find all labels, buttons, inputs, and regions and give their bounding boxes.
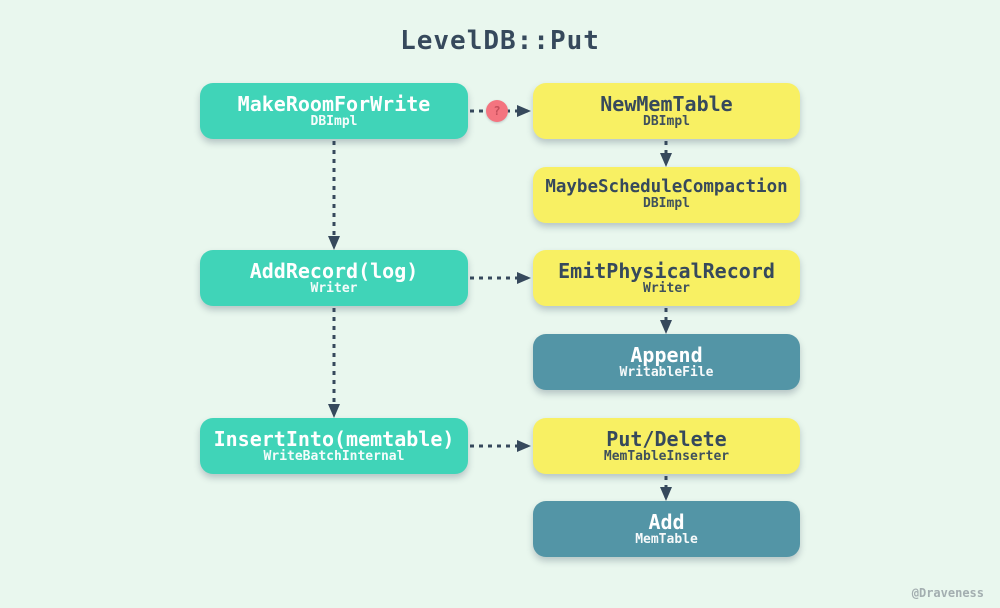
node-title: Put/Delete bbox=[606, 426, 727, 451]
node-title: Append bbox=[630, 342, 703, 367]
node-title: MakeRoomForWrite bbox=[237, 91, 431, 116]
node-subtitle: DBImpl bbox=[643, 113, 690, 129]
node-make-room-for-write: MakeRoomForWrite DBImpl bbox=[200, 83, 468, 139]
node-title: Add bbox=[648, 509, 685, 534]
node-subtitle: DBImpl bbox=[310, 113, 358, 129]
watermark: @Draveness bbox=[911, 586, 984, 600]
node-title: MaybeScheduleCompaction bbox=[545, 176, 788, 197]
node-new-mem-table: NewMemTable DBImpl bbox=[533, 83, 800, 139]
node-put-delete: Put/Delete MemTableInserter bbox=[533, 418, 800, 474]
diagram-title: LevelDB::Put bbox=[400, 26, 600, 56]
node-title: AddRecord(log) bbox=[249, 258, 419, 283]
node-subtitle: Writer bbox=[310, 280, 358, 296]
node-subtitle: MemTableInserter bbox=[603, 448, 730, 464]
node-subtitle: WritableFile bbox=[619, 364, 714, 380]
node-append: Append WritableFile bbox=[533, 334, 800, 390]
node-maybe-schedule-compaction: MaybeScheduleCompaction DBImpl bbox=[533, 167, 800, 223]
node-insert-into: InsertInto(memtable) WriteBatchInternal bbox=[200, 418, 468, 474]
node-add-record: AddRecord(log) Writer bbox=[200, 250, 468, 306]
node-title: InsertInto(memtable) bbox=[213, 426, 455, 451]
question-badge: ? bbox=[486, 100, 508, 122]
node-title: EmitPhysicalRecord bbox=[558, 258, 775, 283]
node-subtitle: MemTable bbox=[635, 531, 698, 547]
node-add: Add MemTable bbox=[533, 501, 800, 557]
node-subtitle: WriteBatchInternal bbox=[263, 448, 405, 464]
node-emit-physical-record: EmitPhysicalRecord Writer bbox=[533, 250, 800, 306]
node-subtitle: DBImpl bbox=[643, 196, 690, 212]
node-subtitle: Writer bbox=[643, 280, 690, 296]
node-title: NewMemTable bbox=[600, 91, 733, 116]
